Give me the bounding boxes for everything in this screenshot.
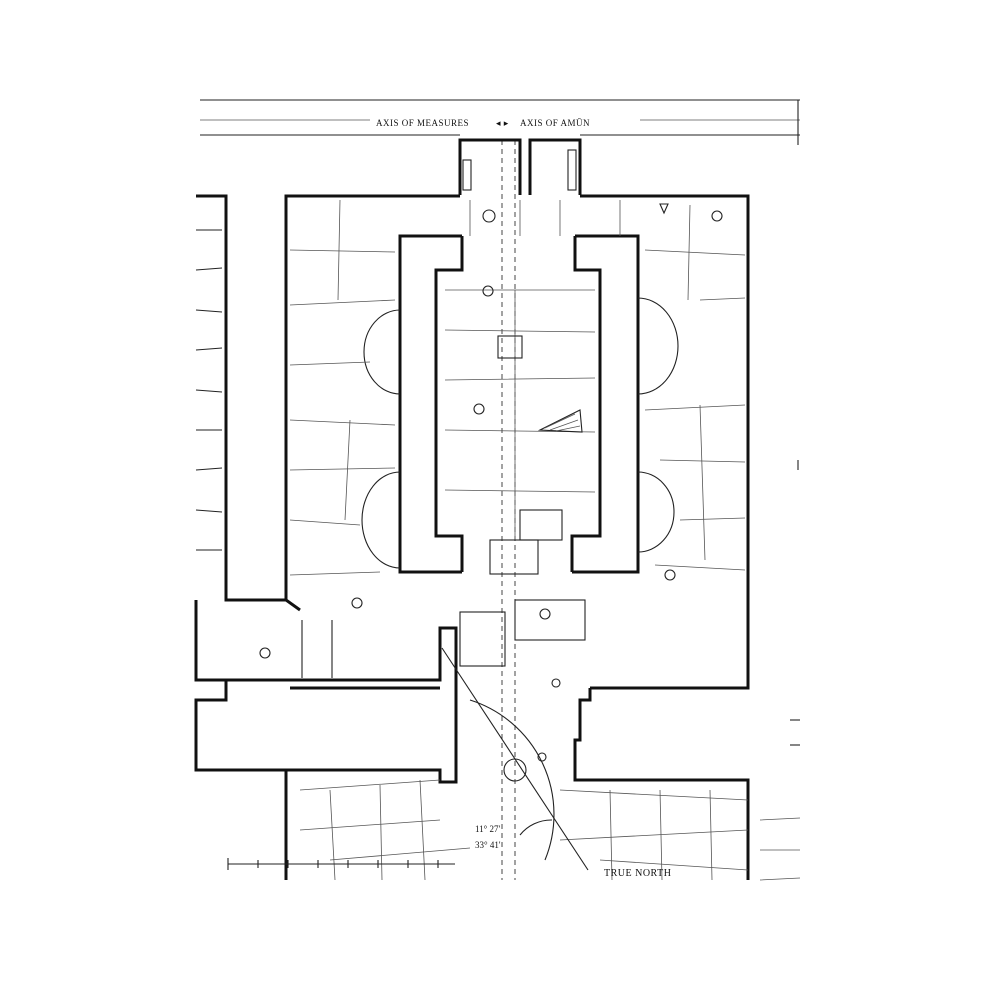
axis-of-measures-label: AXIS OF MEASURES [376, 118, 469, 128]
right-edge-fragments [790, 100, 800, 746]
survey-markers [259, 203, 723, 762]
true-north-label: TRUE NORTH [604, 868, 671, 879]
right-u-wall [570, 234, 640, 574]
axis-of-amun-label: AXIS OF AMŪN [520, 118, 590, 128]
angle-lower-label: 33° 41' [475, 840, 501, 850]
lower-right-building [573, 688, 750, 880]
hatched-stone [537, 409, 583, 433]
angle-upper-label: 11° 27' [475, 824, 501, 834]
north-indicator [441, 647, 589, 871]
axis-labels: AXIS OF MEASURES ◂ ▸ AXIS OF AMŪN [376, 118, 590, 128]
left-u-wall [398, 234, 464, 574]
svg-text:◂ ▸: ◂ ▸ [496, 118, 509, 128]
main-enclosure [284, 194, 750, 690]
lower-paving [299, 779, 801, 881]
paving-slabs [289, 199, 746, 576]
left-outer-wall [195, 194, 286, 602]
inner-blocks [459, 335, 586, 667]
upper-gateway [458, 138, 582, 195]
angle-labels: 11° 27' 33° 41' [475, 824, 501, 850]
axis-center-circle [503, 758, 527, 782]
frame-lines [200, 99, 800, 136]
scale-bar [227, 858, 455, 870]
column-bases [361, 297, 679, 569]
lower-left-building [194, 600, 458, 880]
